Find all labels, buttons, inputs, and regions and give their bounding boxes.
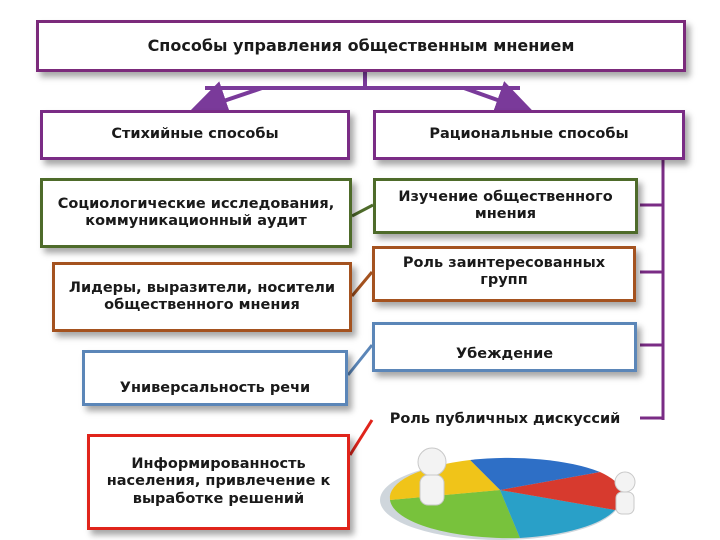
link-blue (346, 344, 374, 376)
left-header: Стихийные способы (40, 110, 350, 160)
right-item-public-discussions: Роль публичных дискуссий (389, 411, 621, 428)
arrow-left (187, 81, 263, 120)
left-item-speech: Универсальность речи (82, 350, 348, 406)
arrow-right (463, 81, 536, 119)
link-brown (350, 271, 374, 297)
right-item-persuasion: Убеждение (372, 322, 637, 372)
link-red (348, 419, 374, 456)
link-green (351, 203, 374, 218)
left-item-leaders: Лидеры, выразители, носители общественно… (52, 262, 352, 332)
left-item-informedness: Информированность населения, привлечение… (87, 434, 350, 530)
right-item-opinion-study: Изучение общественного мнения (373, 178, 638, 234)
left-item-sociological: Социологические исследования, коммуникац… (40, 178, 352, 248)
diagram-title: Способы управления общественным мнением (36, 20, 686, 72)
right-header: Рациональные способы (373, 110, 685, 160)
right-item-interest-groups: Роль заинтересованных групп (372, 246, 636, 302)
pie-chart-figurines-image (380, 447, 636, 540)
